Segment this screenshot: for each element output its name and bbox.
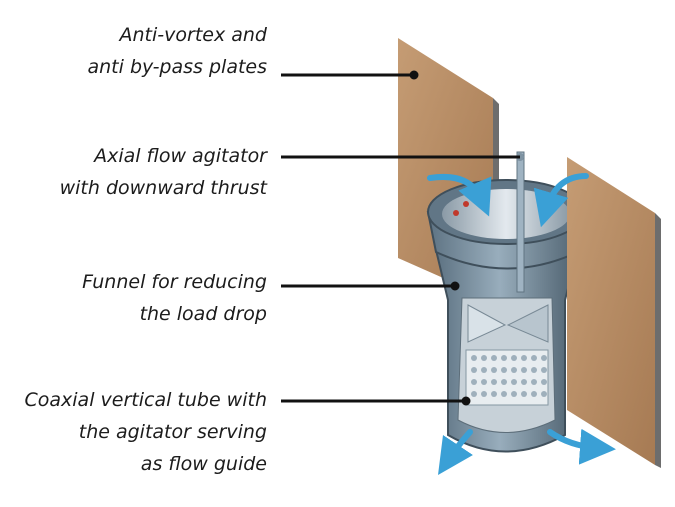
callout-line: as flow guide bbox=[140, 453, 267, 475]
leader-lines bbox=[281, 70, 520, 406]
callout-line: the agitator serving bbox=[78, 421, 267, 443]
leader-dot bbox=[450, 281, 460, 291]
callout-line: Anti-vortex and bbox=[119, 24, 267, 46]
callout-line: Axial flow agitator bbox=[94, 145, 267, 167]
callout-line: with downward thrust bbox=[59, 177, 267, 199]
callout-coaxial-tube: Coaxial vertical tube with the agitator … bbox=[25, 384, 268, 480]
callout-anti-vortex-plates: Anti-vortex and anti by-pass plates bbox=[88, 19, 268, 83]
leader-dot bbox=[409, 70, 419, 80]
funnel bbox=[426, 179, 586, 270]
agitator-shaft bbox=[516, 151, 525, 293]
callout-line: the load drop bbox=[139, 303, 267, 325]
callout-line: anti by-pass plates bbox=[87, 56, 268, 78]
anti-vortex-plate-right bbox=[567, 157, 661, 468]
callout-funnel: Funnel for reducing the load drop bbox=[82, 266, 267, 330]
callout-line: Funnel for reducing bbox=[82, 271, 267, 293]
callout-axial-agitator: Axial flow agitator with downward thrust bbox=[60, 140, 267, 204]
coaxial-tube bbox=[434, 249, 580, 453]
leader-dot bbox=[461, 396, 471, 406]
flow-arrows bbox=[427, 173, 616, 475]
callout-line: Coaxial vertical tube with bbox=[24, 389, 268, 411]
